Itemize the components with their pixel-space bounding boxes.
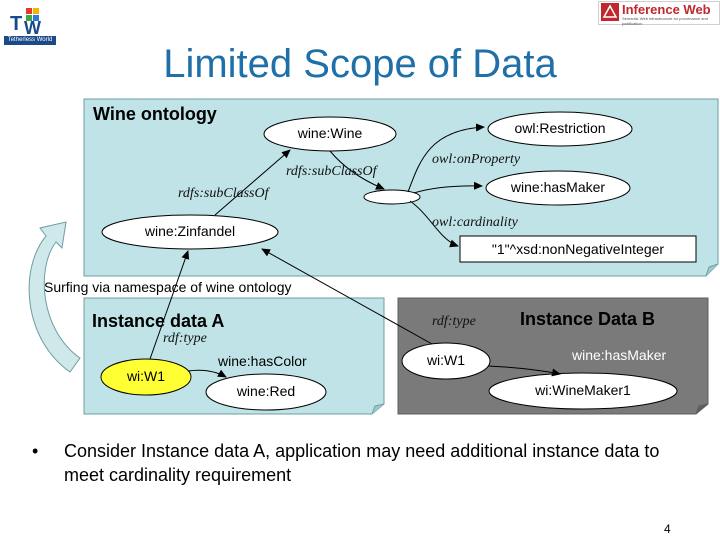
edge-blank-to-restriction: [407, 123, 485, 193]
owl-restriction-node: [487, 111, 633, 147]
instance-b-heading: Instance Data B: [520, 309, 656, 329]
edge-a-w1-to-zinfandel: [149, 250, 190, 360]
wine-maker1-label: wi:WineMaker1: [535, 382, 631, 398]
bullet-marker: •: [32, 441, 39, 461]
subclassof-left-label: rdfs:subClassOf: [178, 186, 269, 201]
instance-a-rdftype-label: rdf:type: [163, 331, 207, 346]
inference-web-tagline: Semantic Web infrastructure for provenan…: [622, 16, 708, 26]
subclassof-top-label: rdfs:subClassOf: [286, 164, 377, 179]
wine-hasmaker-label: wine:hasMaker: [510, 179, 606, 195]
edge-a-w1-to-red: [187, 369, 227, 378]
wine-wine-label: wine:Wine: [297, 125, 363, 141]
slide-title: Limited Scope of Data: [163, 42, 557, 86]
has-color-label: wine:hasColor: [218, 353, 307, 369]
cardinality-value-box: [459, 235, 697, 263]
instance-a-w1-label: wi:W1: [126, 368, 166, 384]
page-number: 4: [664, 522, 671, 536]
edge-blank-to-hasmaker: [413, 181, 483, 194]
wine-hasmaker-node: [485, 170, 631, 206]
wine-zinfandel-node: [101, 214, 279, 250]
cardinality-value-label: "1"^xsd:nonNegativeInteger: [491, 241, 665, 257]
edge-wine-to-blank: [329, 150, 385, 190]
surfing-note: Surfing via namespace of wine ontology: [44, 279, 292, 295]
owl-restriction-label: owl:Restriction: [514, 120, 606, 136]
edge-b-w1-to-zinfandel: [261, 248, 433, 345]
surfing-curved-arrow: [28, 221, 81, 373]
instance-a-w1-node: [100, 358, 192, 396]
edge-zinfandel-to-wine: [214, 149, 291, 216]
edge-b-w1-to-winemaker: [487, 365, 561, 377]
wine-zinfandel-label: wine:Zinfandel: [144, 223, 236, 239]
edge-blank-to-cardinality: [409, 200, 459, 248]
inference-web-name: Inference Web: [622, 2, 711, 17]
svg-text:T: T: [10, 13, 22, 35]
inference-web-emblem-icon: [601, 3, 619, 21]
cardinality-label: owl:cardinality: [432, 215, 518, 230]
wine-maker1-node: [488, 372, 678, 410]
instance-b-w1-node: [401, 342, 491, 380]
bullet-text: Consider Instance data A, application ma…: [64, 441, 660, 485]
instance-b-hasmaker-label: wine:hasMaker: [572, 347, 667, 363]
tetherless-world-label: Tetherless World: [4, 36, 56, 45]
instance-a-heading: Instance data A: [92, 311, 225, 331]
wine-ontology-heading: Wine ontology: [93, 104, 217, 124]
svg-text:W: W: [24, 18, 41, 38]
wine-red-node: [205, 373, 327, 411]
instance-b-w1-label: wi:W1: [426, 352, 466, 368]
wine-red-label: wine:Red: [236, 383, 296, 399]
blank-restriction-node: [363, 189, 421, 205]
instance-b-rdftype-label: rdf:type: [432, 314, 476, 329]
onproperty-label: owl:onProperty: [432, 152, 521, 167]
